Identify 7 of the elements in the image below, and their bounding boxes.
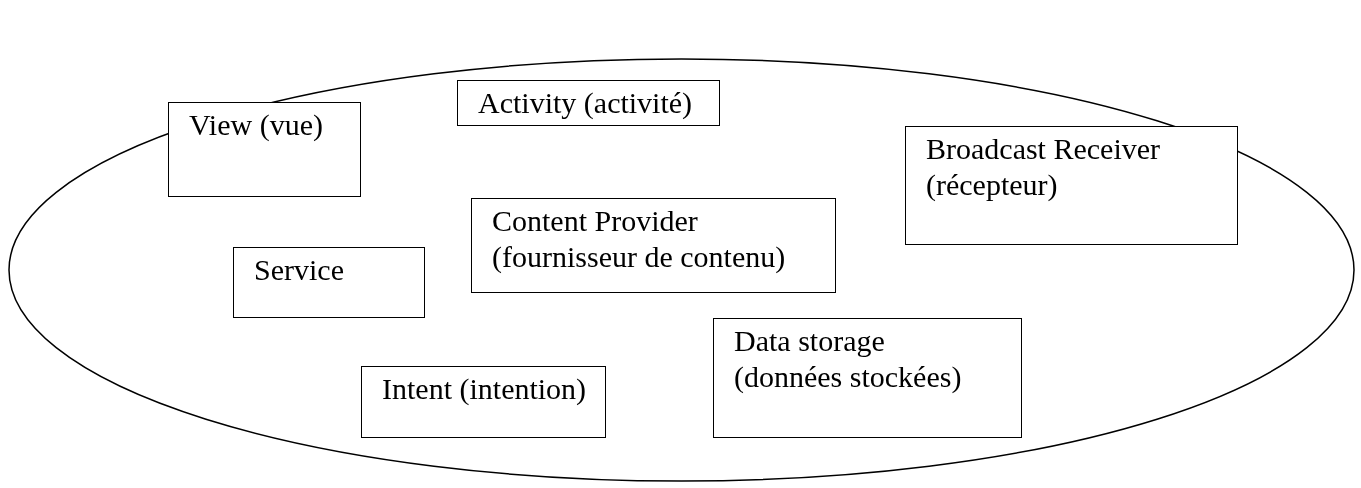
component-box: Intent (intention) bbox=[361, 366, 606, 438]
component-box: Broadcast Receiver (récepteur) bbox=[905, 126, 1238, 245]
component-box: Activity (activité) bbox=[457, 80, 720, 126]
component-box: Content Provider (fournisseur de contenu) bbox=[471, 198, 836, 293]
component-box: Data storage (données stockées) bbox=[713, 318, 1022, 438]
component-box: View (vue) bbox=[168, 102, 361, 197]
component-box: Service bbox=[233, 247, 425, 318]
